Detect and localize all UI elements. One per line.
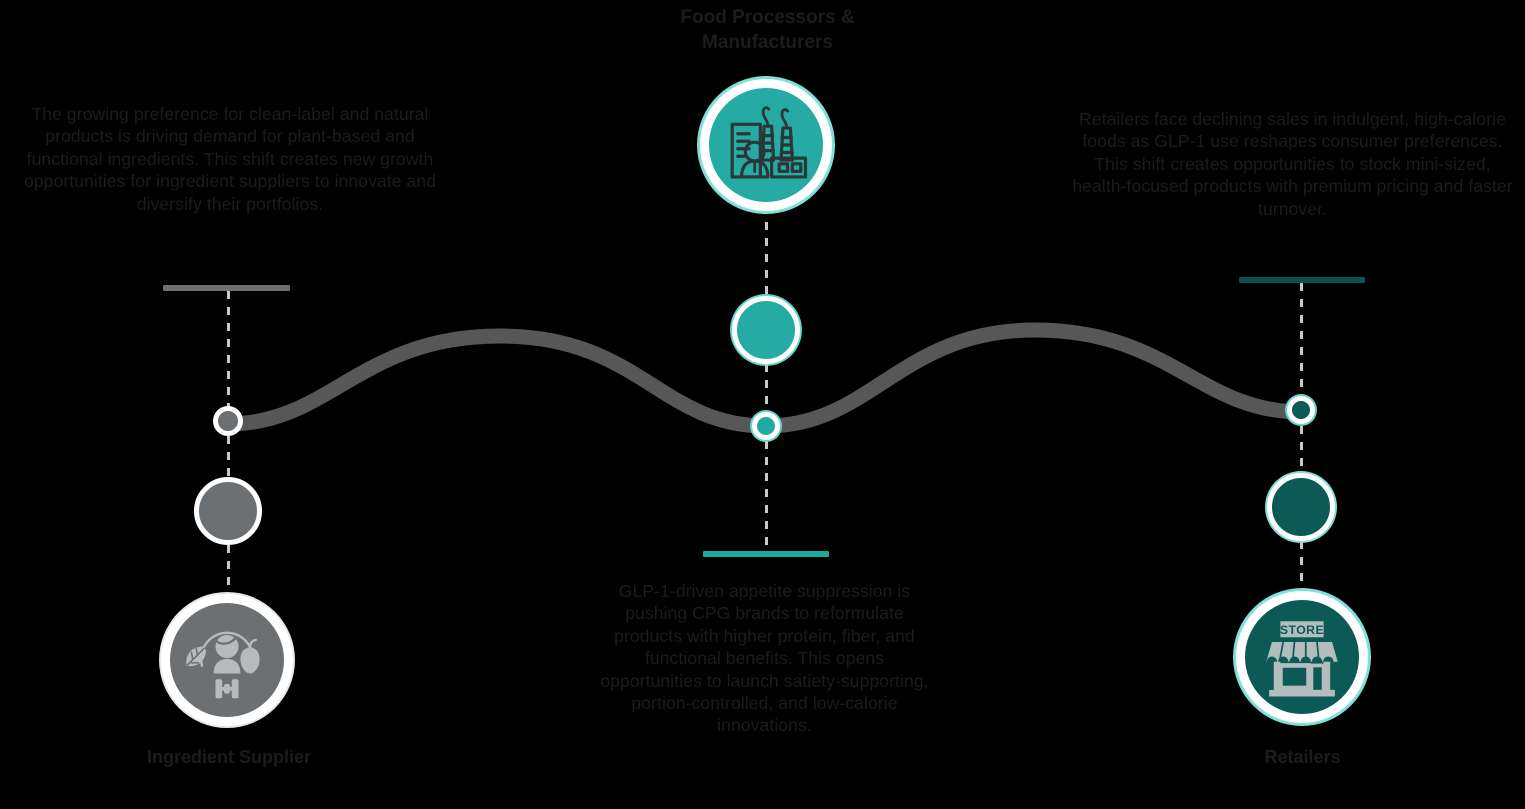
icon-circle-retailers[interactable]: STORE [1236,591,1368,723]
svg-text:STORE: STORE [1280,623,1324,637]
dashed-connector-left-lower [227,545,230,597]
label-food-processors: Food Processors & Manufacturers [680,7,855,53]
dashed-connector-center-mid [765,364,768,408]
dashed-connector-right-mid [1300,426,1303,474]
icon-circle-ingredient-supplier[interactable] [161,594,293,726]
label-retailers: Retailers [1264,747,1341,767]
divider-center [703,551,829,557]
accent-dot-right[interactable] [1267,473,1335,541]
dashed-connector-right-lower [1300,541,1303,591]
wave-marker-center[interactable] [752,412,780,440]
text-retailers: Retailers face declining sales in indulg… [1072,109,1513,219]
dashed-connector-left-mid [227,436,230,482]
dashed-connector-center-lower [765,441,768,553]
wave-marker-left[interactable] [213,406,243,436]
accent-dot-center[interactable] [732,296,800,364]
divider-left [163,285,290,291]
text-food-processors: GLP-1-driven appetite suppression is pus… [600,581,929,736]
dashed-connector-center-upper [765,222,768,310]
icon-circle-food-processors[interactable] [700,79,832,211]
store-icon: STORE [1255,610,1349,704]
accent-dot-left[interactable] [194,477,262,545]
dashed-connector-right-upper [1300,283,1303,400]
label-ingredient-supplier: Ingredient Supplier [146,747,311,767]
divider-right [1239,277,1365,283]
factory-icon [719,98,813,192]
wave-marker-right[interactable] [1287,396,1315,424]
text-ingredient-supplier: The growing preference for clean-label a… [23,104,437,214]
dashed-connector-left-upper [227,291,230,415]
wellness-nutrition-icon [179,612,275,708]
